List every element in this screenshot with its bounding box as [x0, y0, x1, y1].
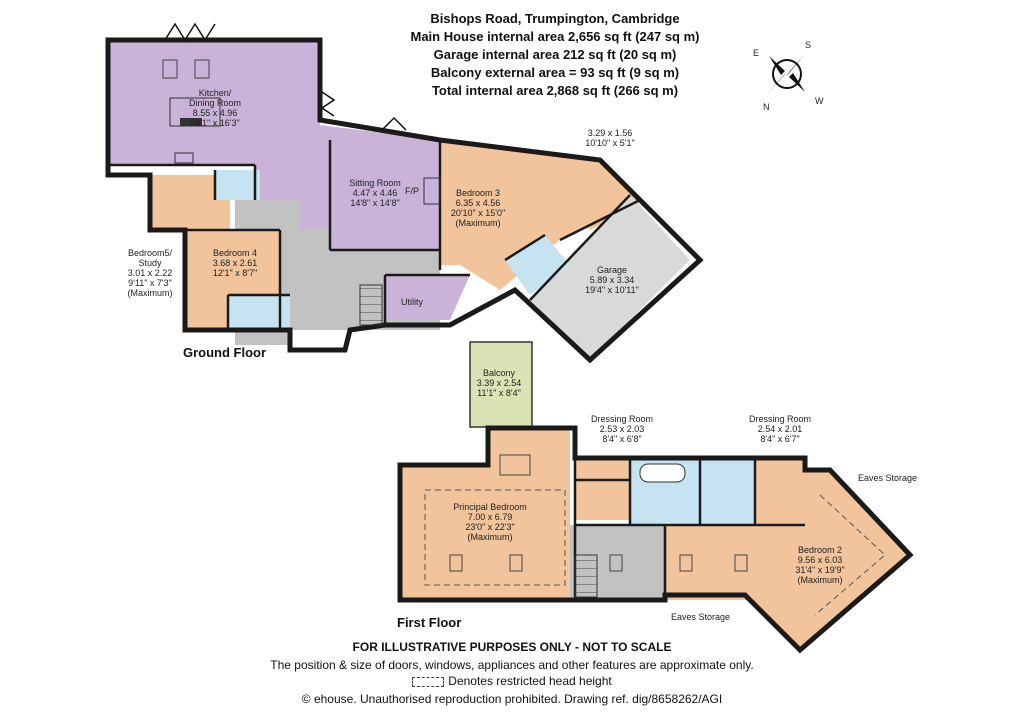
- bedroom-5-imperial: 9'11" x 7'3": [128, 278, 172, 288]
- bedroom-2-metric: 9.56 x 6.03: [798, 555, 843, 565]
- bedroom-2-imperial: 31'4" x 19'9": [795, 565, 844, 575]
- bedroom-2-name: Bedroom 2: [798, 545, 842, 555]
- ground-floor-label: Ground Floor: [183, 345, 266, 360]
- disclaimer: FOR ILLUSTRATIVE PURPOSES ONLY - NOT TO …: [352, 640, 672, 654]
- skylight: [509, 554, 523, 572]
- garage-name: Garage: [597, 265, 627, 275]
- copyright: © ehouse. Unauthorised reproduction proh…: [301, 692, 723, 706]
- plan-address: Bishops Road, Trumpington, Cambridge: [430, 11, 680, 26]
- principal-metric: 7.00 x 6.79: [468, 512, 513, 522]
- dressing-2-metric: 2.54 x 2.01: [758, 424, 803, 434]
- skylight: [449, 554, 463, 572]
- utility-room: [385, 275, 470, 320]
- garage-imperial: 19'4" x 10'11": [585, 285, 639, 295]
- skylight: [162, 59, 178, 79]
- eaves-storage-label-2: Eaves Storage: [671, 612, 730, 622]
- annex-imperial: 10'10" x 5'1": [585, 138, 634, 148]
- skylight: [679, 554, 693, 572]
- ground-floor-labels: Kitchen/ Dining Room 8.55 x 4.96 28'1" x…: [128, 88, 639, 360]
- shower-room: [700, 458, 755, 525]
- legend-text: Denotes restricted head height: [448, 674, 612, 688]
- head-height-legend: Denotes restricted head height: [0, 672, 1024, 690]
- kitchen-name: Kitchen/: [199, 88, 232, 98]
- compass-west: W: [815, 96, 824, 106]
- garage-room: [530, 195, 690, 360]
- first-floor-label: First Floor: [397, 615, 461, 630]
- bedroom-4-metric: 3.68 x 2.61: [213, 258, 258, 268]
- ground-floor-stairs: [359, 284, 383, 326]
- bedroom-2-note: (Maximum): [798, 575, 843, 585]
- dressing-room-1: [575, 458, 630, 520]
- balcony-area: Balcony external area = 93 sq ft (9 sq m…: [430, 65, 680, 80]
- kitchen-name-2: Dining Room: [189, 98, 241, 108]
- cloakroom: [215, 170, 260, 200]
- balcony-imperial: 11'1" x 8'4": [477, 388, 521, 398]
- bedroom-5-name-2: Study: [138, 258, 162, 268]
- dressing-2-imperial: 8'4" x 6'7": [760, 434, 799, 444]
- first-floor-stairs: [574, 554, 598, 598]
- bedroom-5-metric: 3.01 x 2.22: [128, 268, 173, 278]
- balcony-metric: 3.39 x 2.54: [477, 378, 522, 388]
- bifold-door: [320, 91, 336, 117]
- main-house-area: Main House internal area 2,656 sq ft (24…: [410, 29, 700, 44]
- skylight: [499, 454, 531, 476]
- bedroom-5-name: Bedroom5/: [128, 248, 173, 258]
- restricted-head-height-outline: [424, 489, 566, 586]
- bedroom-3-imperial: 20'10" x 15'0": [451, 208, 505, 218]
- principal-imperial: 23'0" x 22'3": [465, 522, 514, 532]
- sitting-name: Sitting Room: [349, 178, 401, 188]
- principal-name: Principal Bedroom: [453, 502, 527, 512]
- dressing-1-name: Dressing Room: [591, 414, 653, 424]
- bedroom-4-name: Bedroom 4: [213, 248, 257, 258]
- dressing-1-imperial: 8'4" x 6'8": [602, 434, 641, 444]
- bifold-door: [164, 22, 216, 42]
- dressing-1-metric: 2.53 x 2.03: [600, 424, 645, 434]
- sitting-room: [330, 140, 440, 250]
- compass-rose-icon: E S N W: [753, 40, 824, 112]
- dashed-box-icon: [412, 676, 445, 687]
- first-floor-labels: Balcony 3.39 x 2.54 11'1" x 8'4" Princip…: [397, 368, 917, 630]
- hob-icon: [174, 152, 194, 164]
- annex-metric: 3.29 x 1.56: [588, 128, 633, 138]
- skylight: [734, 554, 748, 572]
- compass-south: S: [805, 40, 811, 50]
- ground-floor-plan: [105, 22, 704, 364]
- fireplace: [423, 177, 441, 205]
- bifold-door: [381, 116, 407, 131]
- first-floor-internal-walls: [573, 458, 805, 600]
- bedroom-3-metric: 6.35 x 4.56: [456, 198, 501, 208]
- fireplace-label: F/P: [405, 186, 419, 196]
- sitting-imperial: 14'8" x 14'8": [350, 198, 399, 208]
- dressing-room-2: [755, 458, 805, 525]
- ground-floor-outer-walls: [105, 37, 704, 364]
- garage-metric: 5.89 x 3.34: [590, 275, 635, 285]
- bedroom-3-name: Bedroom 3: [456, 188, 500, 198]
- skylight: [609, 554, 623, 572]
- total-area: Total internal area 2,868 sq ft (266 sq …: [431, 83, 679, 98]
- first-floor-plan: [397, 341, 914, 654]
- approximate-note: The position & size of doors, windows, a…: [270, 658, 754, 672]
- balcony-name: Balcony: [483, 368, 516, 378]
- kitchen-metric: 8.55 x 4.96: [193, 108, 238, 118]
- bedroom-3-note: (Maximum): [456, 218, 501, 228]
- garage-area: Garage internal area 212 sq ft (20 sq m): [433, 47, 677, 62]
- kitchen-sink: [180, 118, 202, 126]
- kitchen-imperial: 28'1" x 16'3": [190, 118, 239, 128]
- ground-floor-internal-walls: [108, 140, 641, 330]
- principal-bedroom: [400, 428, 570, 600]
- skylight: [194, 59, 210, 79]
- bedroom-5-note: (Maximum): [128, 288, 173, 298]
- compass-north: N: [763, 102, 770, 112]
- bedroom-4-imperial: 12'1" x 8'7": [213, 268, 257, 278]
- balcony-area: [469, 341, 533, 428]
- eaves-storage-label-1: Eaves Storage: [858, 473, 917, 483]
- utility-name: Utility: [401, 297, 423, 307]
- compass-east: E: [753, 48, 759, 58]
- sitting-metric: 4.47 x 4.46: [353, 188, 398, 198]
- bath-icon: [639, 463, 686, 483]
- principal-note: (Maximum): [468, 532, 513, 542]
- dressing-2-name: Dressing Room: [749, 414, 811, 424]
